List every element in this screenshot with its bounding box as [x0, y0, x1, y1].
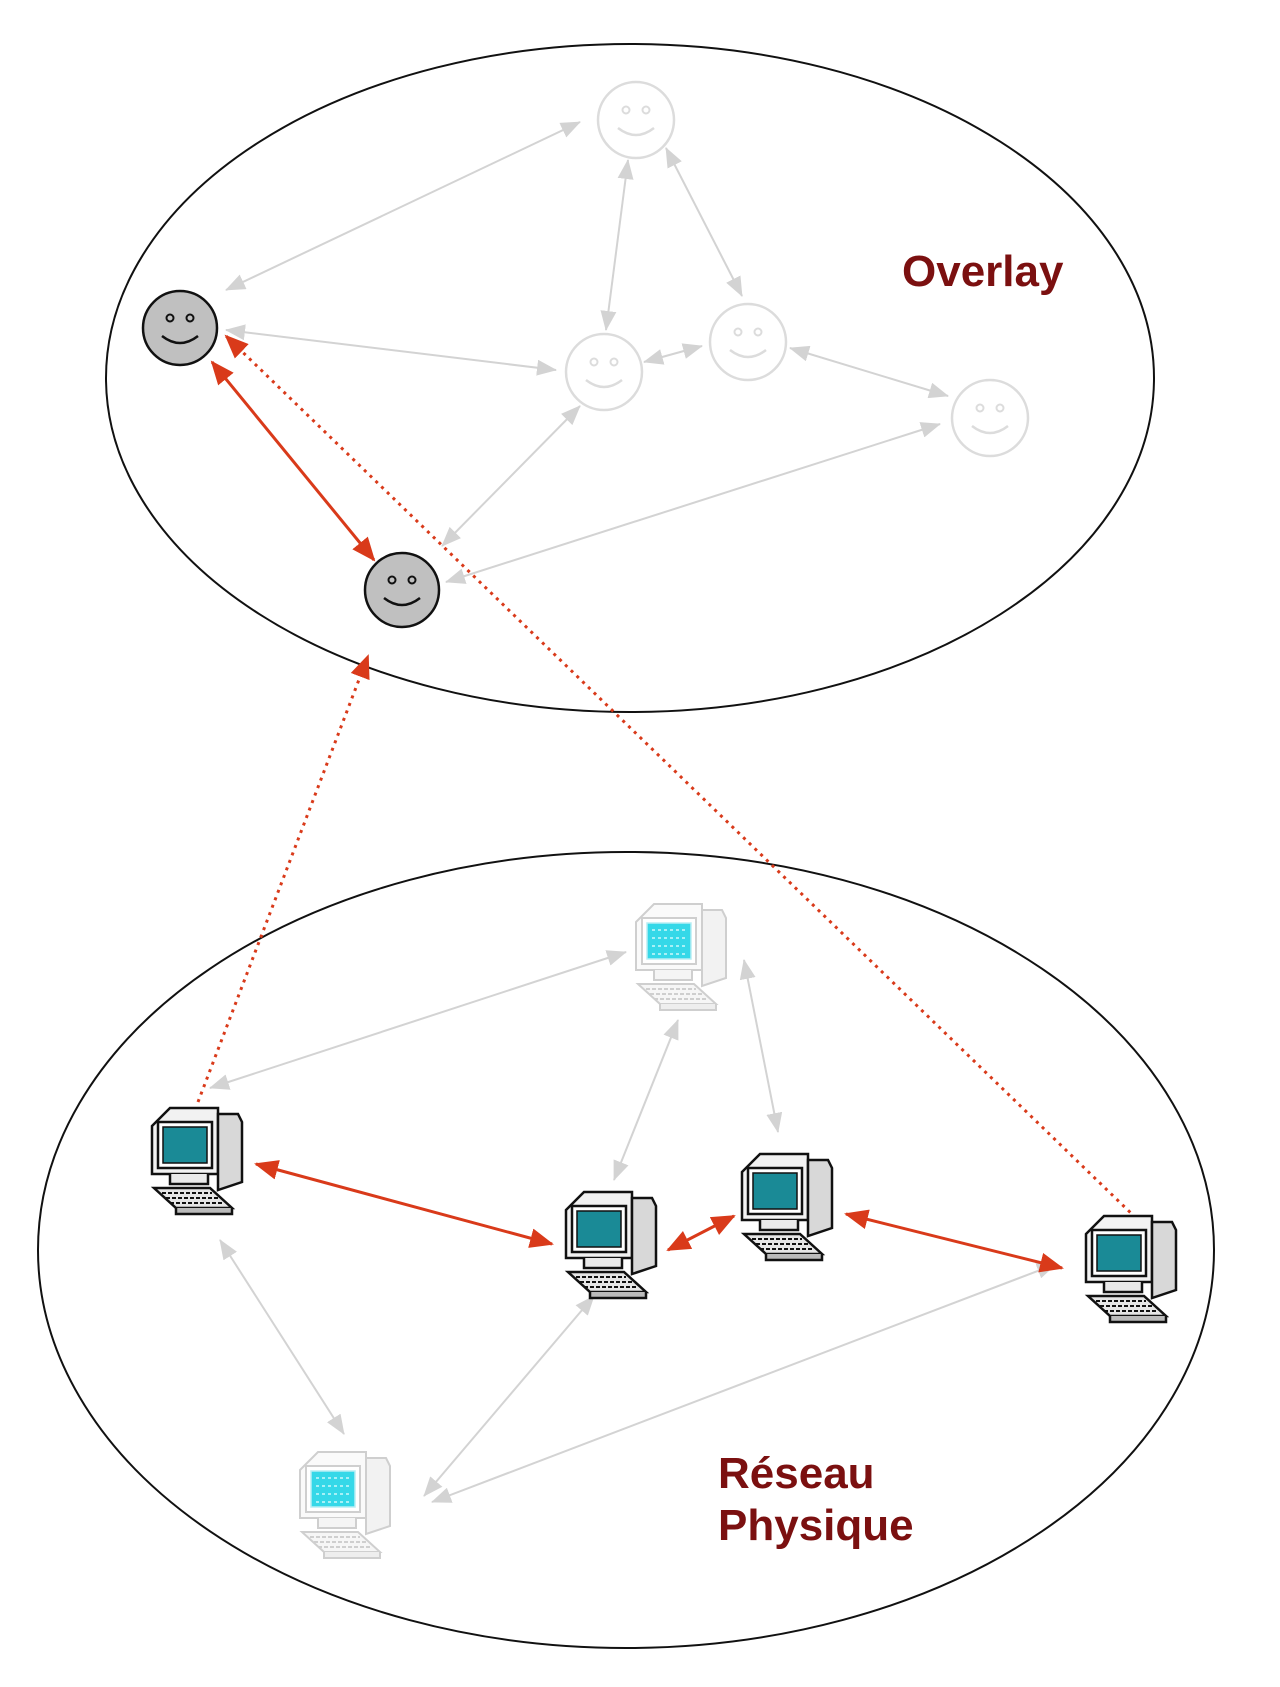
overlay-link: [441, 405, 581, 547]
overlay-link: [600, 159, 634, 331]
overlay-link: [225, 121, 581, 291]
physical-active-link: [844, 1209, 1064, 1273]
computer-icon: [150, 1106, 244, 1216]
overlay-link: [665, 147, 743, 297]
physical-link: [209, 950, 627, 1090]
physical-network-label-line1: Réseau: [718, 1449, 875, 1498]
computer-3: [740, 1152, 834, 1262]
overlay-label: Overlay: [902, 247, 1064, 296]
computer-icon: [740, 1152, 834, 1262]
overlay-active-link: [210, 360, 376, 562]
overlay-node-d: [564, 332, 644, 412]
computer-icon: [299, 1451, 391, 1559]
physical-active-link: [666, 1214, 736, 1252]
smiley-icon: [708, 302, 788, 382]
overlay-node-a: [141, 289, 219, 367]
smiley-icon: [363, 551, 441, 629]
physical-link: [431, 1263, 1057, 1503]
overlay-link: [789, 345, 949, 399]
overlay-link: [643, 343, 703, 365]
physical-link: [613, 1019, 679, 1181]
mapping-link-computer-1: [196, 654, 370, 1103]
physical-layer-ellipse: [37, 851, 1215, 1649]
overlay-faded-links: [225, 121, 949, 584]
computer-5: [635, 903, 727, 1011]
computer-icon: [1084, 1214, 1178, 1324]
physical-link: [739, 959, 783, 1133]
overlay-node-f: [950, 378, 1030, 458]
smiley-icon: [141, 289, 219, 367]
smiley-icon: [596, 80, 676, 160]
overlay-node-e: [708, 302, 788, 382]
physical-faded-links: [209, 950, 1057, 1503]
computer-2: [564, 1190, 658, 1300]
physical-active-links: [254, 1160, 1064, 1273]
mapping-link-computer-4: [224, 334, 1138, 1220]
overlay-link: [225, 324, 557, 376]
computer-4: [1084, 1214, 1178, 1324]
overlay-layer-ellipse: [105, 43, 1155, 713]
overlay-link: [445, 422, 941, 584]
overlay-node-b: [363, 551, 441, 629]
computer-icon: [564, 1190, 658, 1300]
computer-1: [150, 1106, 244, 1216]
smiley-icon: [564, 332, 644, 412]
smiley-icon: [950, 378, 1030, 458]
physical-active-link: [254, 1160, 554, 1248]
physical-network-label-line2: Physique: [718, 1501, 914, 1550]
overlay-node-c: [596, 80, 676, 160]
computer-6: [299, 1451, 391, 1559]
computer-icon: [635, 903, 727, 1011]
physical-link: [423, 1295, 595, 1497]
physical-link: [219, 1239, 345, 1435]
